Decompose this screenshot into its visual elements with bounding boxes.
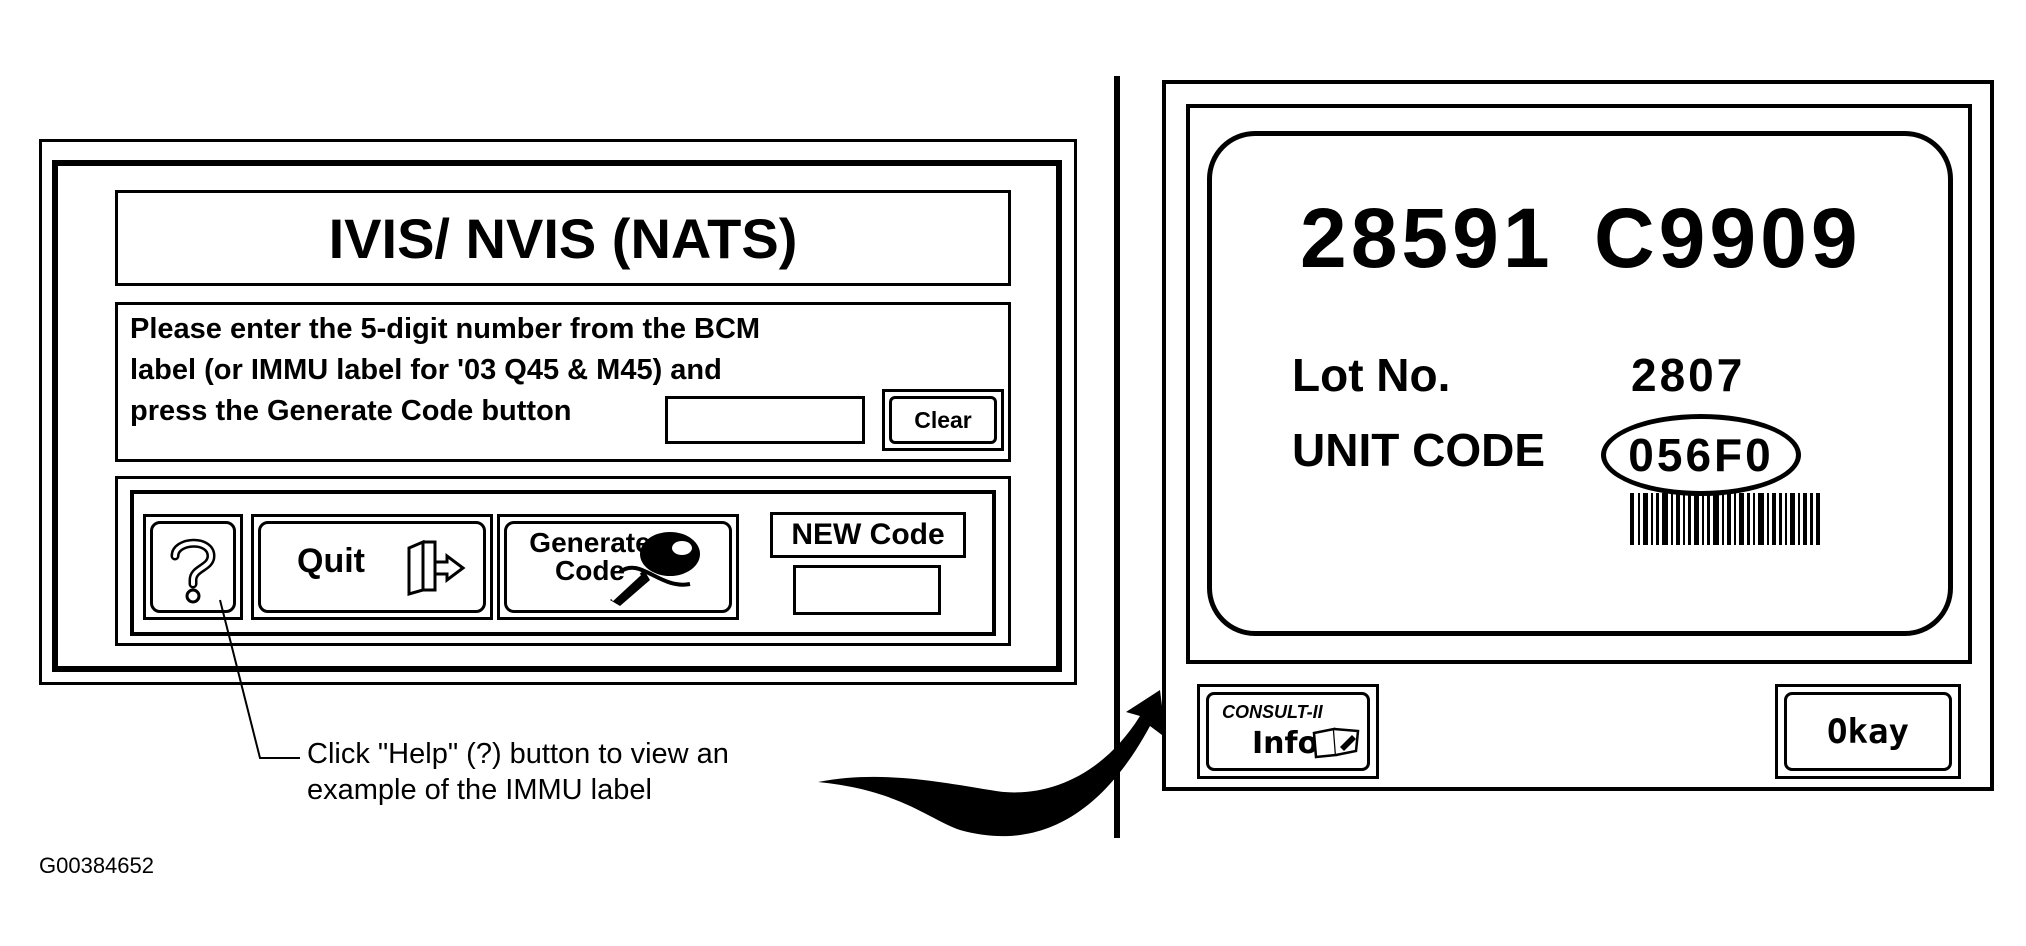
generate-label-line-2: Code [555,555,625,586]
instruction-line-3: press the Generate Code button [130,395,572,427]
panel-divider [1114,76,1120,838]
toolbar-panel [115,476,1011,646]
bcm-number-input[interactable] [665,396,865,444]
instruction-panel [115,302,1011,462]
generate-code-label: Generate Code [520,529,660,585]
window-title: IVIS/ NVIS (NATS) [115,190,1011,286]
door-exit-icon [407,540,466,596]
part-number-left: 28591 [1300,191,1554,285]
generate-code-button[interactable] [504,521,732,613]
quit-button-frame [251,514,493,620]
consult-info-button[interactable] [1206,692,1370,771]
help-button[interactable] [150,521,236,613]
clear-button[interactable]: Clear [889,396,997,444]
quit-button[interactable] [258,521,486,613]
key-icon [610,532,700,606]
consult-info-button-frame [1197,684,1379,779]
help-button-frame [143,514,243,620]
generate-code-button-frame [497,514,739,620]
callout-line-1: Click "Help" (?) button to view an [307,738,729,770]
new-code-label: NEW Code [770,512,966,558]
okay-button[interactable]: Okay [1784,692,1952,771]
figure-id: G00384652 [39,853,154,878]
unit-code-value: 056F0 [1601,414,1801,496]
arrow-icon [818,690,1166,837]
help-callout: Click "Help" (?) button to view an examp… [307,736,867,808]
nats-window [52,160,1062,672]
lot-number-value: 2807 [1631,349,1746,401]
consult-label: CONSULT-II [1222,702,1323,722]
instruction-line-1: Please enter the 5-digit number from the… [130,313,761,345]
clear-button-frame [882,389,1004,451]
barcode-icon [1630,493,1820,545]
immu-label [1207,131,1953,636]
nats-window-frame [39,139,1077,685]
new-code-output [793,565,941,615]
immu-label-frame [1186,104,1972,664]
instruction-text: Please enter the 5-digit number from the… [130,309,850,432]
okay-button-frame [1775,684,1961,779]
callout-line-2: example of the IMMU label [307,774,652,806]
part-number-right: C9909 [1594,191,1862,285]
help-icon [170,538,216,604]
generate-label-line-1: Generate [529,527,651,558]
quit-label: Quit [297,542,365,580]
instruction-line-2: label (or IMMU label for '03 Q45 & M45) … [130,354,722,386]
lot-number-label: Lot No. [1292,349,1451,401]
unit-code-label: UNIT CODE [1292,424,1545,476]
book-icon [1312,727,1360,759]
immu-label-window [1162,80,1994,791]
toolbar [130,490,996,636]
